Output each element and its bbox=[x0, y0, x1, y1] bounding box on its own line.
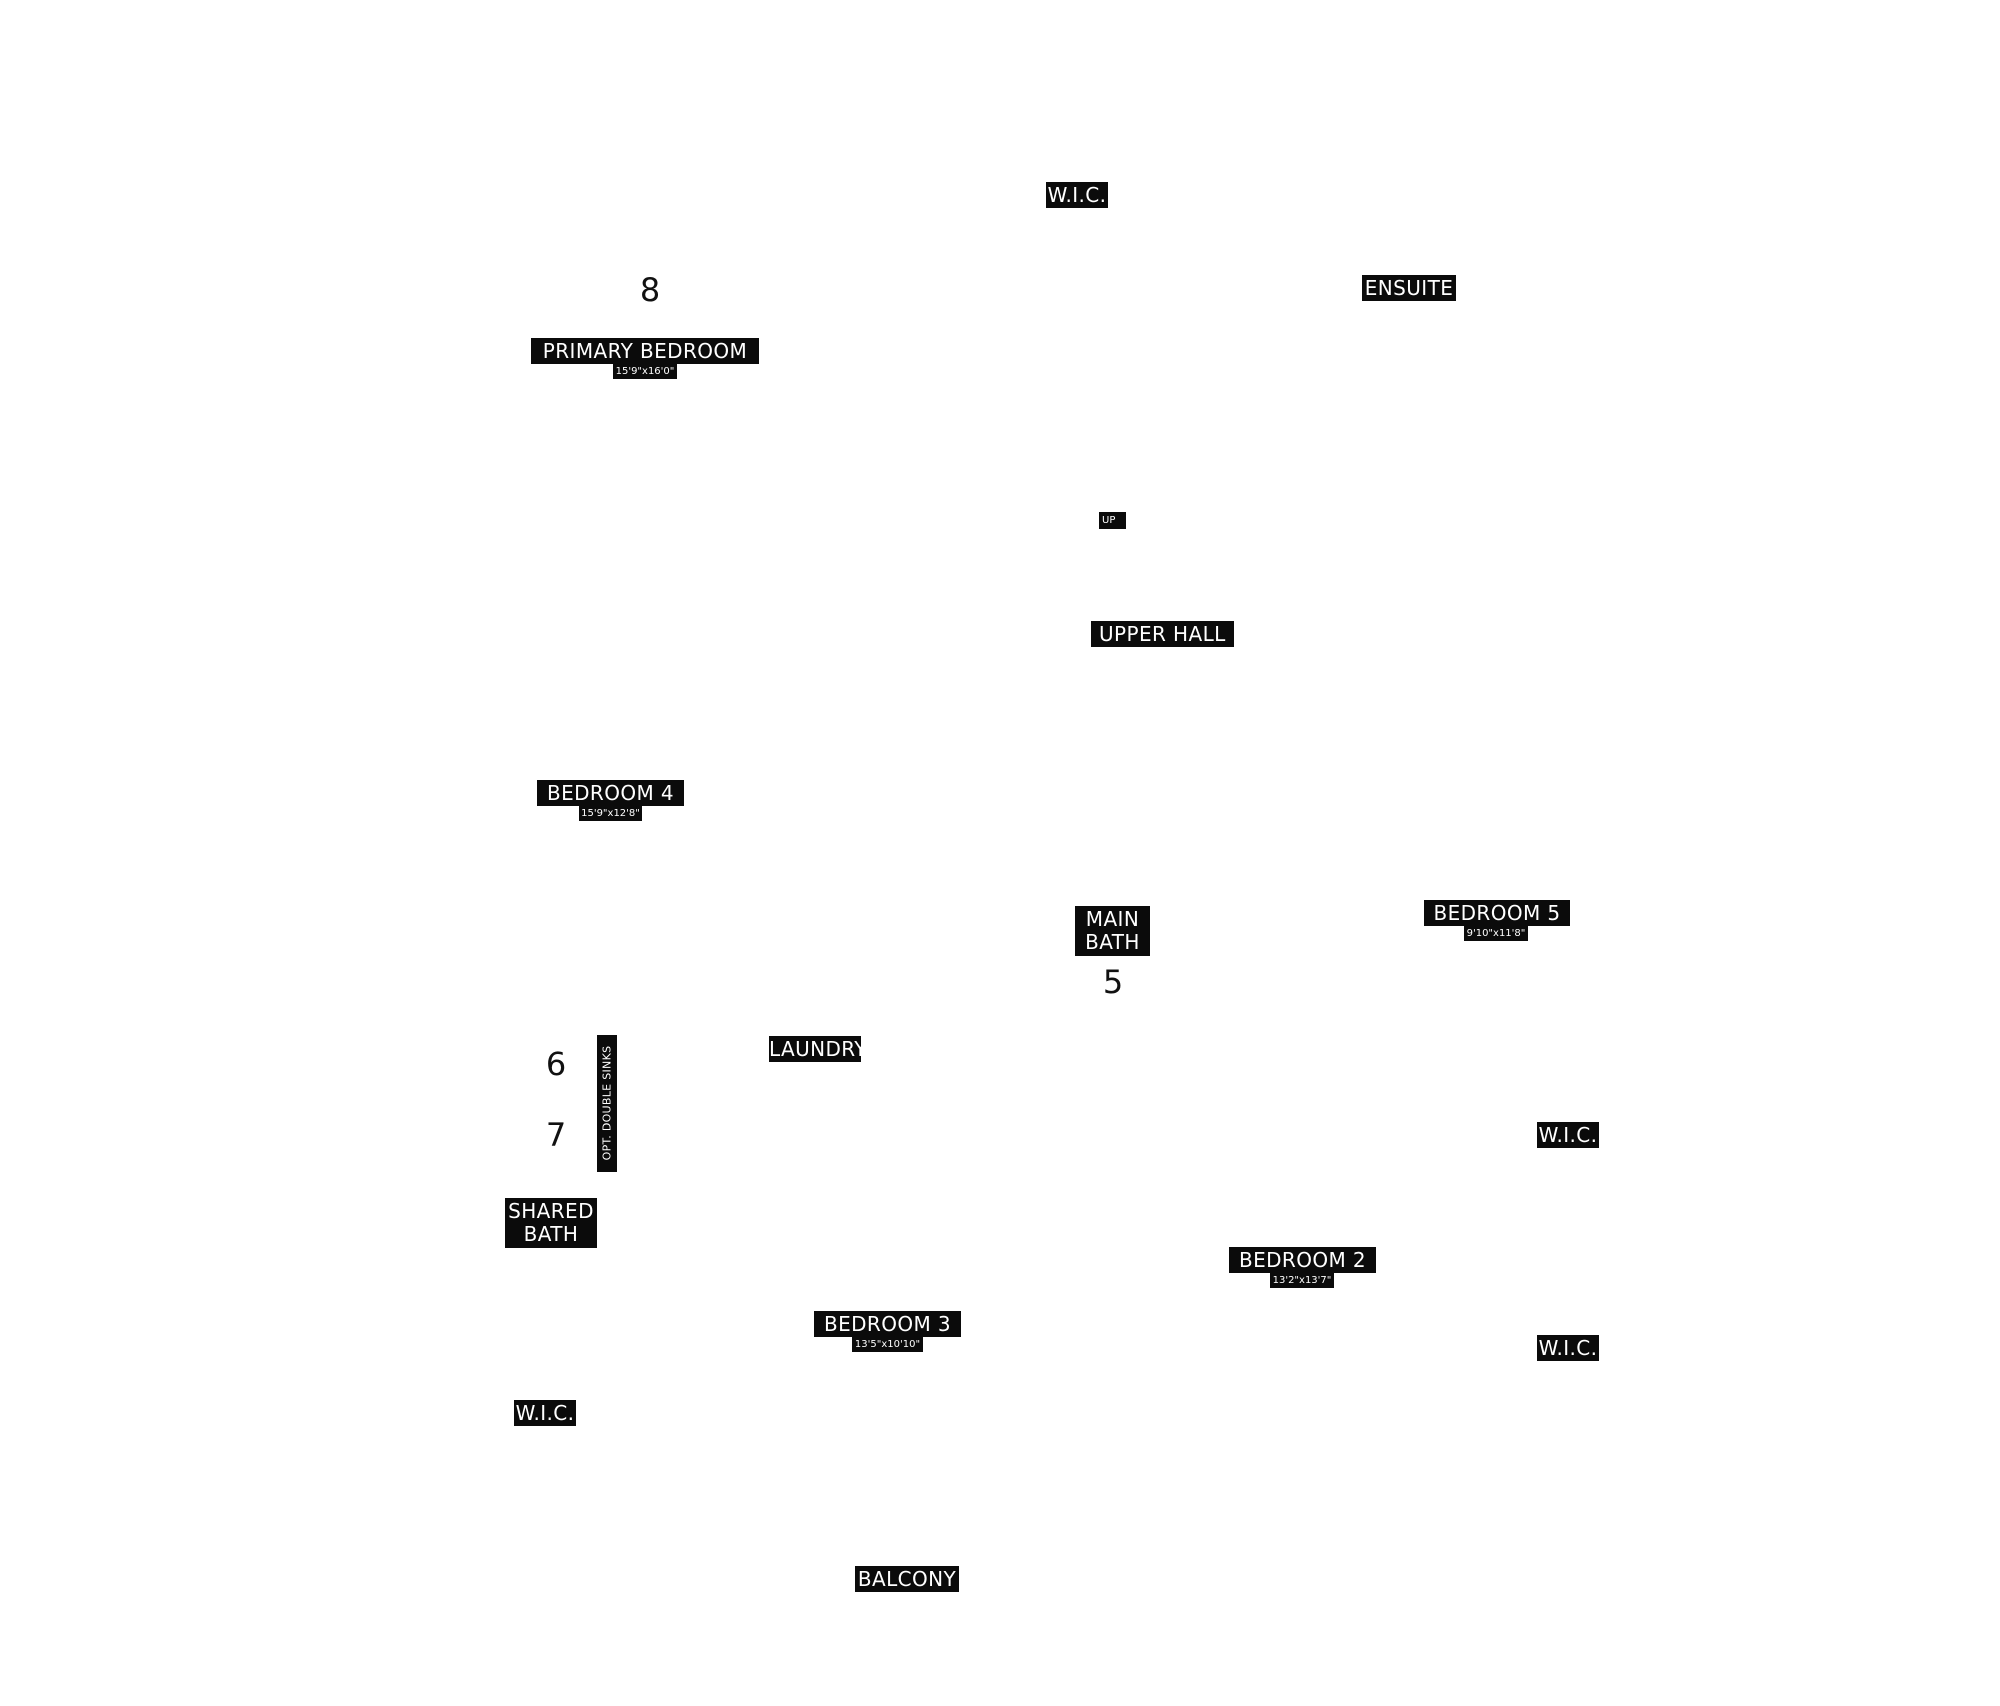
opt-double-sinks-label: OPT. DOUBLE SINKS bbox=[597, 1035, 617, 1172]
ensuite-label: ENSUITE bbox=[1362, 275, 1456, 301]
opt-double-sinks-text: OPT. DOUBLE SINKS bbox=[600, 1045, 614, 1161]
marker-8: 8 bbox=[639, 271, 661, 309]
bedroom-2-label: BEDROOM 2 bbox=[1229, 1247, 1376, 1273]
bedroom-5-label: BEDROOM 5 bbox=[1424, 900, 1570, 926]
primary-bedroom-label: PRIMARY BEDROOM bbox=[531, 338, 759, 364]
bedroom-4-size: 15'9"x12'8" bbox=[579, 806, 642, 821]
wic-right-lower-label: W.I.C. bbox=[1537, 1335, 1599, 1361]
upper-hall-label: UPPER HALL bbox=[1091, 621, 1234, 647]
bedroom-4-label: BEDROOM 4 bbox=[537, 780, 684, 806]
main-bath-label: MAIN BATH bbox=[1075, 906, 1150, 956]
bedroom-3-size: 13'5"x10'10" bbox=[852, 1337, 923, 1352]
wic-top-label: W.I.C. bbox=[1046, 182, 1108, 208]
stairs-up-label: UP bbox=[1099, 512, 1126, 529]
primary-bedroom-size: 15'9"x16'0" bbox=[613, 364, 677, 379]
laundry-label: LAUNDRY bbox=[769, 1036, 867, 1062]
wic-left-label: W.I.C. bbox=[514, 1400, 576, 1426]
bedroom-2-size: 13'2"x13'7" bbox=[1270, 1273, 1334, 1288]
balcony-label: BALCONY bbox=[855, 1566, 959, 1592]
shared-bath-label: SHARED BATH bbox=[505, 1198, 597, 1248]
marker-5: 5 bbox=[1102, 963, 1124, 1001]
bedroom-5-size: 9'10"x11'8" bbox=[1464, 926, 1528, 941]
bedroom-3-label: BEDROOM 3 bbox=[814, 1311, 961, 1337]
marker-7: 7 bbox=[545, 1116, 567, 1154]
marker-6: 6 bbox=[545, 1045, 567, 1083]
wic-right-upper-label: W.I.C. bbox=[1537, 1122, 1599, 1148]
